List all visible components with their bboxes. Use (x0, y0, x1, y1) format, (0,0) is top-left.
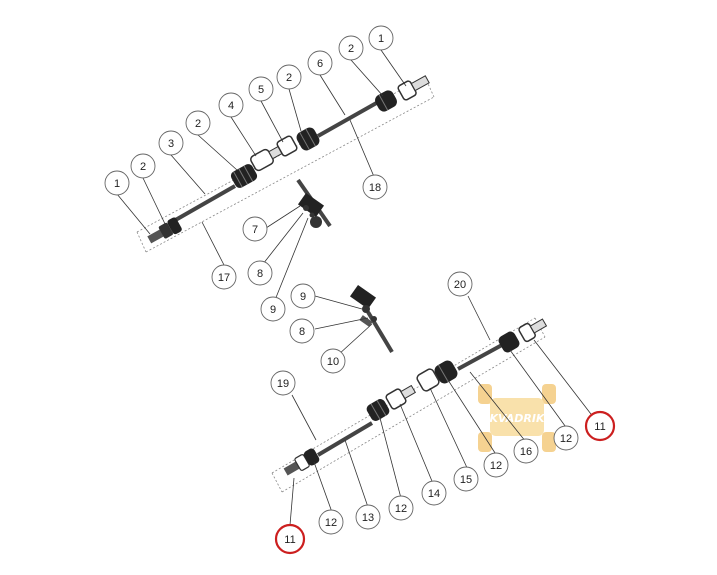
bottom-boot-12b (434, 360, 458, 384)
leader-lines (116, 49, 595, 526)
callout-2-top-c: 2 (185, 110, 211, 136)
svg-text:2: 2 (286, 72, 292, 84)
svg-text:12: 12 (325, 517, 337, 529)
svg-text:2: 2 (140, 161, 146, 173)
callout-1-top: 1 (368, 25, 394, 51)
callout-9-top: 9 (260, 296, 286, 322)
boot-right-outer (375, 90, 397, 112)
svg-text:6: 6 (317, 58, 323, 70)
left-shaft-17 (171, 184, 236, 224)
svg-text:19: 19 (277, 378, 289, 390)
svg-text:8: 8 (257, 268, 263, 280)
svg-text:9: 9 (300, 291, 306, 303)
callout-12-mid-a: 12 (483, 452, 509, 478)
watermark-brand: KVADRIK (489, 412, 545, 425)
right-shaft-18 (317, 99, 381, 138)
bottom-shaft-20 (457, 343, 503, 371)
svg-text:8: 8 (299, 326, 305, 338)
bottom-axle-assembly (271, 317, 548, 493)
bottom-shaft-13 (316, 421, 374, 457)
callout-2-top-a: 2 (338, 35, 364, 61)
callout-11-right: 11 (584, 410, 616, 442)
svg-text:17: 17 (218, 272, 230, 284)
svg-text:5: 5 (258, 84, 264, 96)
svg-text:4: 4 (228, 100, 234, 112)
bottom-housing-14 (385, 384, 417, 410)
center-pivot-bottom (349, 284, 394, 354)
callout-7: 7 (242, 216, 268, 242)
bottom-boot-right (498, 331, 520, 353)
callout-15: 15 (453, 466, 479, 492)
svg-text:11: 11 (594, 421, 605, 433)
svg-text:12: 12 (490, 460, 502, 472)
callouts: 1 2 6 2 5 4 2 3 2 1 18 7 17 8 9 9 8 10 2… (104, 25, 579, 535)
callout-8-top: 8 (247, 260, 273, 286)
bottom-cv-left (283, 448, 320, 476)
callout-8-mid: 8 (289, 318, 315, 344)
callout-1-left: 1 (104, 170, 130, 196)
svg-text:3: 3 (168, 138, 174, 150)
top-axle-assembly (136, 75, 435, 253)
center-pivot-top (296, 178, 332, 228)
callout-20: 20 (447, 271, 473, 297)
callout-2-top-d: 2 (130, 153, 156, 179)
callout-17: 17 (211, 264, 237, 290)
svg-text:14: 14 (428, 488, 440, 500)
cv-joint-right (397, 75, 430, 101)
boot-right-inner (296, 127, 320, 151)
bottom-boot-12 (366, 399, 390, 421)
callout-11-bottom: 11 (274, 523, 306, 555)
svg-text:15: 15 (460, 474, 472, 486)
callout-3: 3 (158, 130, 184, 156)
callout-12-mid-b: 12 (388, 495, 414, 521)
kvadrik-watermark: KVADRIK (478, 384, 556, 452)
svg-text:18: 18 (369, 182, 381, 194)
svg-text:9: 9 (270, 304, 276, 316)
callout-16: 16 (513, 438, 539, 464)
svg-text:16: 16 (520, 446, 532, 458)
callout-13: 13 (355, 504, 381, 530)
svg-text:11: 11 (284, 534, 295, 546)
callout-19: 19 (270, 370, 296, 396)
callout-10: 10 (320, 348, 346, 374)
svg-text:20: 20 (454, 279, 466, 291)
svg-text:2: 2 (195, 118, 201, 130)
bottom-housing-15 (416, 368, 440, 392)
boot-left (230, 164, 258, 188)
highlighted-callouts: 11 11 (274, 410, 616, 555)
callout-4: 4 (218, 92, 244, 118)
callout-14: 14 (421, 480, 447, 506)
svg-text:12: 12 (395, 503, 407, 515)
callout-5: 5 (248, 76, 274, 102)
svg-text:1: 1 (114, 178, 120, 190)
callout-18: 18 (362, 174, 388, 200)
callout-9-mid: 9 (290, 283, 316, 309)
svg-text:1: 1 (378, 33, 384, 45)
svg-text:2: 2 (348, 43, 354, 55)
bottom-cv-right (518, 318, 548, 343)
callout-6: 6 (307, 50, 333, 76)
callout-12-left: 12 (318, 509, 344, 535)
svg-text:12: 12 (560, 433, 572, 445)
svg-text:7: 7 (252, 224, 258, 236)
callout-2-top-b: 2 (276, 64, 302, 90)
svg-text:10: 10 (327, 356, 339, 368)
cv-joint-left (147, 217, 182, 244)
callout-12-right: 12 (553, 425, 579, 451)
svg-text:13: 13 (362, 512, 374, 524)
